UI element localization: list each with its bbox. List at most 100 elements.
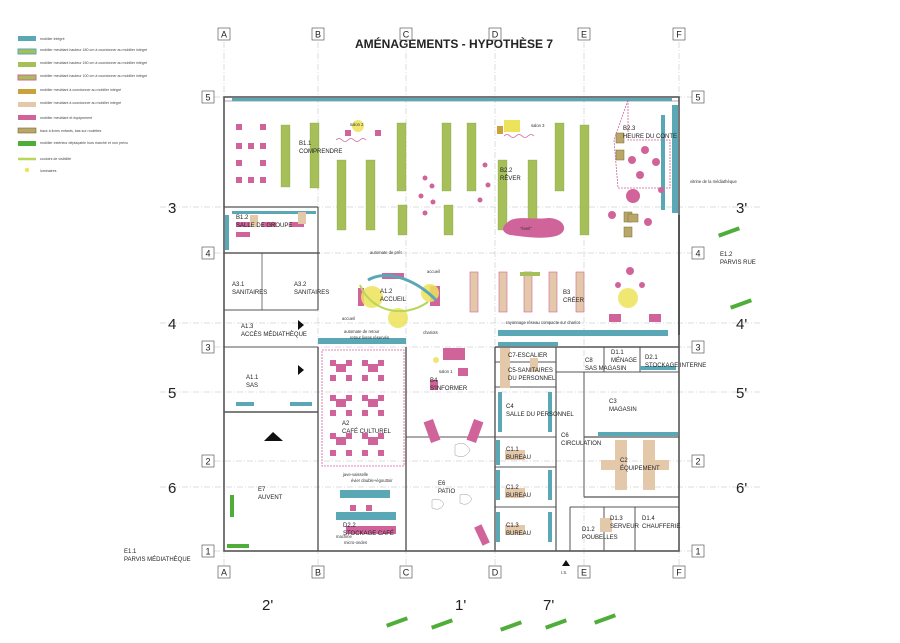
room-name: CRÉER [563, 297, 585, 304]
note-salon-3: salon 3 [531, 123, 545, 128]
room-code: B2.3 [623, 126, 636, 132]
axis-label-bottom: 1' [455, 597, 466, 614]
legend-label: mobilier meublant à coordonner au mobili… [40, 88, 121, 92]
room-code: C1.3 [506, 523, 519, 529]
column-label: F [676, 30, 682, 40]
legend-label: mobilier extérieur déplaçable hors march… [40, 141, 128, 145]
room-code: D2.2 [343, 523, 356, 529]
room-code: A3.2 [294, 282, 307, 288]
legend-swatch-green [18, 141, 36, 146]
column-label: C [403, 30, 410, 40]
building-walls [223, 96, 680, 552]
column-label: C [403, 568, 410, 578]
room-code: D1.3 [610, 516, 623, 522]
row-label: 3 [695, 343, 700, 353]
row-label: 1 [695, 547, 700, 557]
room-name: SAS [246, 383, 258, 389]
room-name: CHAUFFERIE [642, 524, 680, 530]
axis-label-right: 5' [736, 385, 747, 402]
integrated-furniture [225, 98, 678, 542]
column-label: D [492, 30, 499, 40]
room-code: D1.1 [611, 350, 624, 356]
room-name: PATIO [438, 489, 455, 495]
room-code: C8 [585, 358, 593, 364]
room-name: DU PERSONNEL [508, 376, 556, 382]
room-name: SAS MAGASIN [585, 366, 626, 372]
axis-labels: 3 4 5 6 3' 4' 5' 6' 2' 1' 7' [168, 200, 747, 614]
legend-swatch-ochre-box [17, 127, 37, 134]
grid-lines [160, 42, 760, 566]
room-code: E7 [258, 487, 266, 493]
column-label: B [315, 568, 321, 578]
room-name: ÉQUIPEMENT [620, 465, 660, 472]
room-name: BUREAU [506, 455, 531, 461]
room-code: A1.2 [380, 289, 393, 295]
legend-label: mobilier meublant à coordonner au mobili… [40, 101, 121, 105]
room-code: E6 [438, 481, 446, 487]
note-accueil-2: accueil [342, 316, 355, 321]
shelving-b3 [469, 271, 585, 313]
room-code: A3.1 [232, 282, 245, 288]
legend-label: mobilier meublant hauteur 180 cm à coord… [40, 48, 147, 52]
room-code: A1.1 [246, 375, 259, 381]
note-rayonnage: rayonnage réseau compacte sur chariot [506, 320, 581, 325]
room-name: CIRCULATION [561, 441, 601, 447]
visibility-corridor [359, 284, 429, 312]
room-code: E1.1 [124, 549, 137, 555]
legend-swatch-teal [18, 36, 36, 41]
legend-label: mobilier intégré [40, 37, 65, 41]
room-code: E1.2 [720, 252, 733, 258]
legend-swatch-olive-red [17, 74, 37, 81]
room-name: SERVEUR [610, 524, 640, 530]
row-label: 5 [205, 93, 210, 103]
room-name: MÉNAGE [611, 357, 637, 364]
column-label: D [492, 568, 499, 578]
note-is: I.S. [561, 570, 567, 575]
room-name: SALLE DU PERSONNEL [506, 412, 574, 418]
column-label: B [315, 30, 321, 40]
room-code: D2.1 [645, 355, 658, 361]
row-label: 3 [205, 343, 210, 353]
axis-label-right: 6' [736, 480, 747, 497]
note-accueil: accueil [427, 269, 440, 274]
room-name: COMPRENDRE [299, 149, 342, 155]
legend-swatch-ochre [18, 89, 36, 94]
axis-label-left: 3 [168, 200, 176, 217]
room-code: A1.3 [241, 324, 254, 330]
row-label: 2 [695, 457, 700, 467]
childrens-book-bins [615, 132, 639, 238]
note-vitrine: vitrine de la médiathèque [690, 179, 737, 184]
patio-paving [431, 443, 473, 510]
axis-label-left: 6 [168, 480, 176, 497]
room-name: STOCKAGE CAFÉ [343, 530, 394, 537]
row-label: 2 [205, 457, 210, 467]
legend-label: mobilier meublant et équipement [40, 116, 92, 120]
room-code: C5-SANITAIRES [508, 368, 553, 374]
round-furniture [418, 146, 664, 288]
note-jave-vaisselle: jave-vaisselle [342, 472, 369, 477]
axis-label-right: 3' [736, 200, 747, 217]
room-name: ACCUEIL [380, 297, 407, 303]
entrance-arrows [264, 320, 570, 566]
axis-label-bottom: 7' [543, 597, 554, 614]
room-code: C6 [561, 433, 569, 439]
axis-label-bottom: 2' [262, 597, 273, 614]
note-salon-2: salon 2 [350, 122, 364, 127]
column-label: F [676, 568, 682, 578]
row-label: 4 [205, 249, 210, 259]
axis-label-right: 4' [736, 316, 747, 333]
legend-swatch-pink [18, 115, 36, 120]
note-machine: machine [336, 534, 352, 539]
room-name: AUVENT [258, 495, 283, 501]
legend-swatch-olive [18, 62, 36, 67]
note-eveil: "éveil" [520, 226, 532, 231]
axis-label-left: 5 [168, 385, 176, 402]
note-automate-pret: automate de prêt [370, 250, 402, 255]
page-title: AMÉNAGEMENTS - HYPOTHÈSE 7 [355, 36, 553, 51]
exterior-furniture [227, 226, 753, 632]
legend-label: couloirs de visibilité [40, 157, 71, 161]
legend-label: bacs à livres enfants, bas sur roulettes [40, 129, 102, 133]
legend-swatch-olive-teal [17, 48, 37, 55]
legend-swatch-dot [24, 167, 30, 173]
column-label: E [581, 30, 587, 40]
